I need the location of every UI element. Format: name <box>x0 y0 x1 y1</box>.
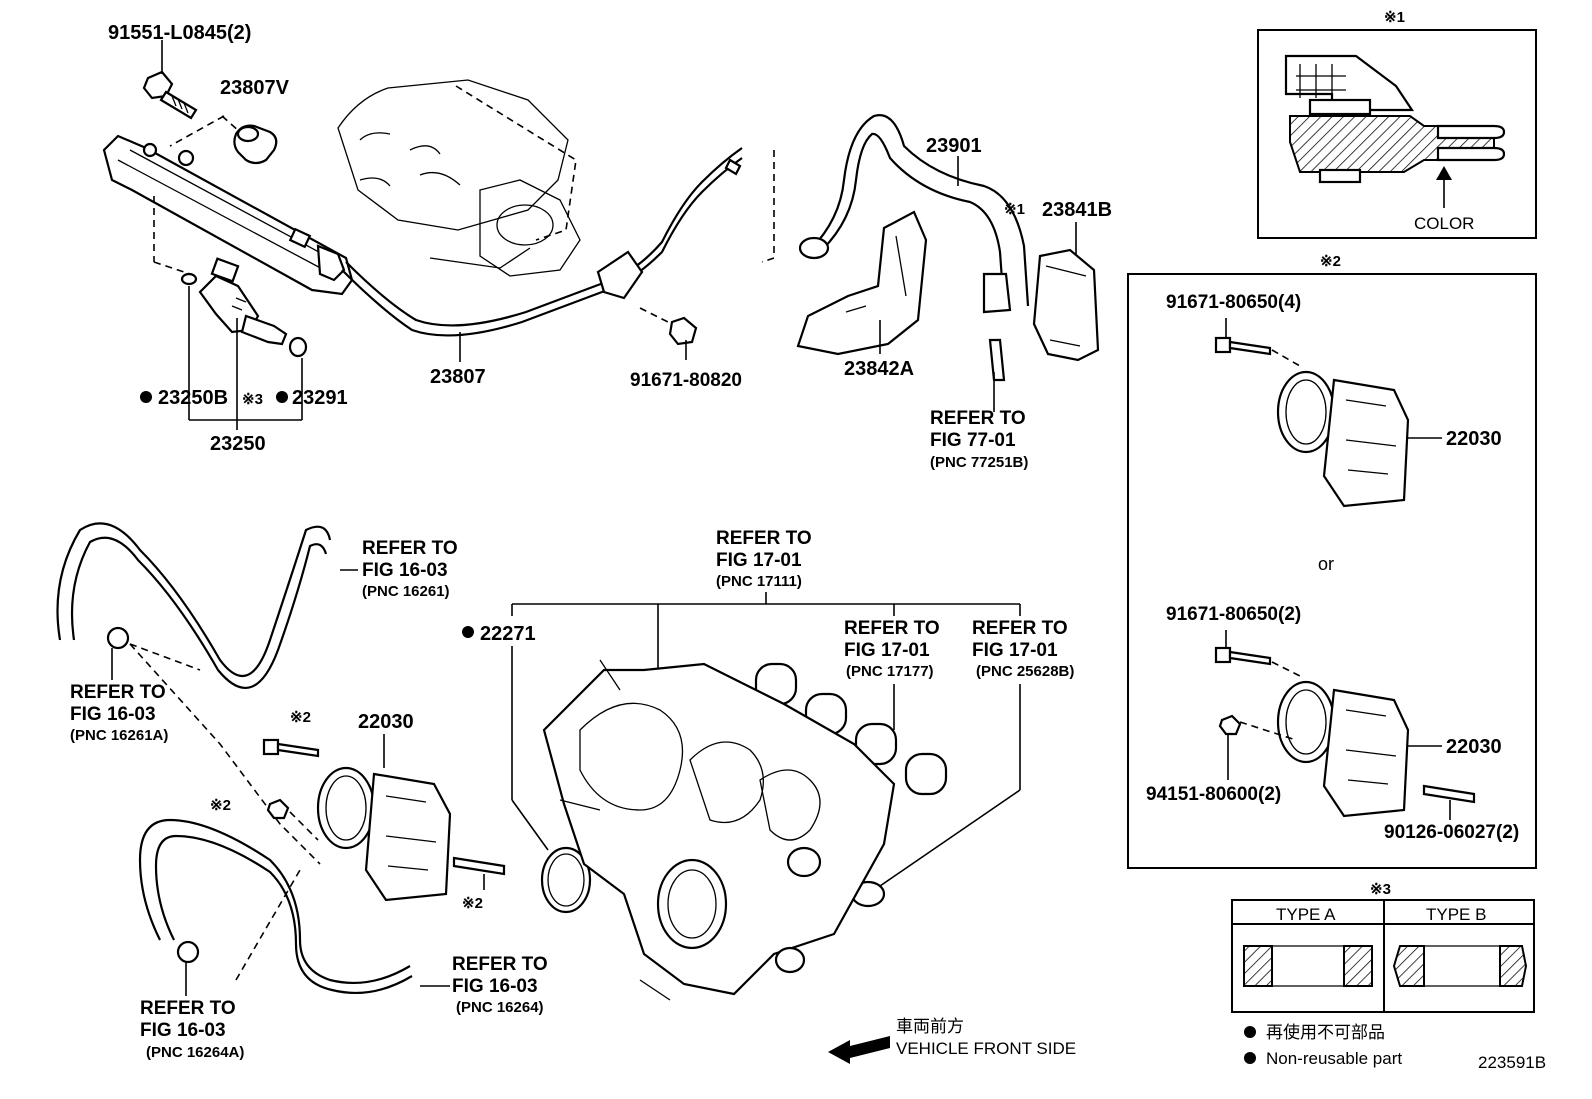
hose-lower-left <box>138 818 413 995</box>
label-mark1-small: ※1 <box>1004 201 1025 218</box>
inset2-mark: ※2 <box>1320 253 1341 270</box>
inset2-bolt-2: 91671-80650(2) <box>1166 604 1301 625</box>
throttle-body-22030 <box>316 766 452 902</box>
label-23250: 23250 <box>210 433 266 455</box>
label-23250b: 23250B <box>158 387 228 409</box>
label-22271: 22271 <box>480 623 536 645</box>
label-23807v: 23807V <box>220 77 290 99</box>
legend-jp: 再使用不可部品 <box>1266 1022 1385 1042</box>
inset3-type-b: TYPE B <box>1426 905 1486 924</box>
fuel-pipe-23807 <box>341 147 743 337</box>
inset2-nut-label: 94151-80600(2) <box>1146 784 1281 805</box>
refer17b-line2: FIG 17-01 <box>844 640 930 661</box>
inset3-type-a: TYPE A <box>1276 905 1336 924</box>
inset2-bolt-lower <box>1214 646 1272 666</box>
refer16c-line1: REFER TO <box>140 998 236 1019</box>
refer16c-line2: FIG 16-03 <box>140 1020 226 1041</box>
bracket-23842a <box>796 210 928 356</box>
spacer-23807v <box>233 124 278 165</box>
pipe-refer-77 <box>988 338 1006 382</box>
refer16b-line3: (PNC 16264) <box>456 999 544 1016</box>
legend-dot-en <box>1244 1052 1256 1064</box>
label-23807: 23807 <box>430 366 486 388</box>
figure-id: 223591B <box>1478 1053 1546 1072</box>
inset1-mark: ※1 <box>1384 9 1405 26</box>
refer17a-line1: REFER TO <box>716 528 812 549</box>
refer17a-line3: (PNC 17111) <box>716 573 802 590</box>
inset2-nut <box>1218 714 1242 736</box>
inset1-connector <box>1284 54 1506 184</box>
nonreusable-dot-22271 <box>462 626 474 638</box>
refer16c-line3: (PNC 16264A) <box>146 1044 244 1061</box>
refer16top-line1: REFER TO <box>362 538 458 559</box>
nut-throttle-left <box>266 798 290 820</box>
hose-upper-left <box>56 522 332 689</box>
inset2-throttle-body-1 <box>1276 370 1410 508</box>
inset2-bolt-4: 91671-80650(4) <box>1166 292 1301 313</box>
refer17b-line3: (PNC 17177) <box>846 663 934 680</box>
refer16b-line2: FIG 16-03 <box>452 976 538 997</box>
refer16a-line3: (PNC 16261A) <box>70 727 168 744</box>
label-91671-80820: 91671-80820 <box>630 370 742 391</box>
nonreusable-dot-23250b <box>140 391 152 403</box>
inset2-bolt-upper <box>1214 336 1272 356</box>
refer77-line3: (PNC 77251B) <box>930 454 1028 471</box>
label-91551: 91551-L0845(2) <box>108 22 251 44</box>
legend-dot-jp <box>1244 1026 1256 1038</box>
label-mark3: ※3 <box>242 391 263 408</box>
direction-jp: 車両前方 <box>896 1017 964 1036</box>
refer17c-line1: REFER TO <box>972 618 1068 639</box>
refer17a-line2: FIG 17-01 <box>716 550 802 571</box>
refer16top-line2: FIG 16-03 <box>362 560 448 581</box>
label-22030-main: 22030 <box>358 711 414 733</box>
label-23901: 23901 <box>926 135 982 157</box>
inset2-or: or <box>1318 554 1334 574</box>
refer16b-line1: REFER TO <box>452 954 548 975</box>
inset3-type-a-seal <box>1243 945 1373 987</box>
engine-block-outline <box>337 79 581 277</box>
inset2-stud <box>1422 784 1476 804</box>
legend-en: Non-reusable part <box>1266 1049 1402 1068</box>
refer16top-line3: (PNC 16261) <box>362 583 450 600</box>
gasket-22271 <box>540 846 592 914</box>
mark2-c: ※2 <box>462 895 483 912</box>
bolt-throttle-left <box>262 738 320 758</box>
refer77-line1: REFER TO <box>930 408 1026 429</box>
injector-23250 <box>198 257 288 346</box>
refer17c-line2: FIG 17-01 <box>972 640 1058 661</box>
label-23291: 23291 <box>292 387 348 409</box>
bolt-91551 <box>142 70 198 120</box>
front-direction-arrow-icon <box>828 1036 890 1064</box>
bolt-91671-80820 <box>668 316 698 346</box>
inset3-mark: ※3 <box>1370 881 1391 898</box>
label-23842a: 23842A <box>844 358 914 380</box>
label-23841b: 23841B <box>1042 199 1112 221</box>
mark2-a: ※2 <box>290 709 311 726</box>
refer16a-line2: FIG 16-03 <box>70 704 156 725</box>
sensor-23841b <box>1032 248 1100 362</box>
inset1-frame <box>1257 29 1537 239</box>
inset2-throttle-2: 22030 <box>1446 736 1502 758</box>
inset2-throttle-body-2 <box>1276 680 1410 818</box>
seal-23291 <box>288 336 308 358</box>
intake-manifold <box>542 659 896 1001</box>
o-ring-23250b <box>180 272 198 286</box>
refer17b-line1: REFER TO <box>844 618 940 639</box>
fuel-delivery-pipe <box>102 134 354 296</box>
inset2-frame <box>1127 273 1537 869</box>
hose-23901 <box>798 114 1030 314</box>
refer16a-line1: REFER TO <box>70 682 166 703</box>
color-arrow-icon <box>1436 166 1452 180</box>
direction-en: VEHICLE FRONT SIDE <box>896 1039 1076 1058</box>
inset1-color-label: COLOR <box>1414 214 1474 233</box>
inset3-type-b-seal <box>1392 945 1528 987</box>
refer17c-line3: (PNC 25628B) <box>976 663 1074 680</box>
nonreusable-dot-23291 <box>276 391 288 403</box>
inset2-throttle-1: 22030 <box>1446 428 1502 450</box>
refer77-line2: FIG 77-01 <box>930 430 1016 451</box>
stud-throttle-left <box>452 856 506 876</box>
mark2-b: ※2 <box>210 797 231 814</box>
inset2-stud-label: 90126-06027(2) <box>1384 822 1519 843</box>
